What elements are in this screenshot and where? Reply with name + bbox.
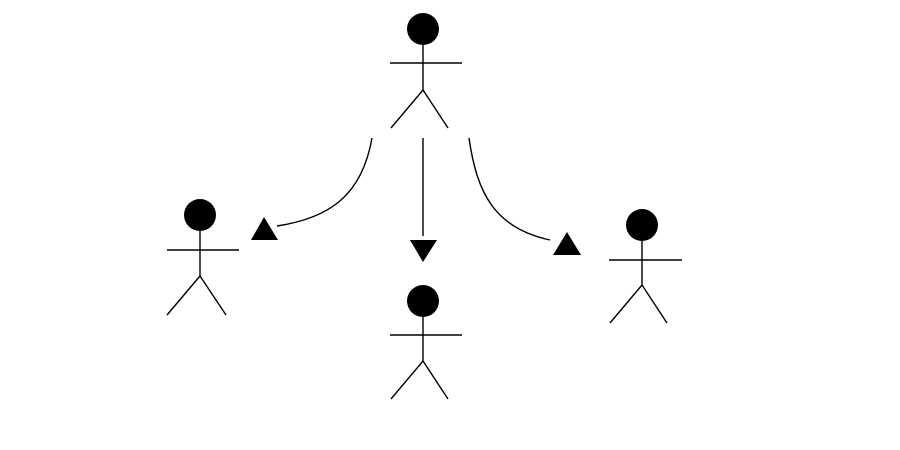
actor-middle: [390, 285, 462, 400]
stick-figure-icon: [407, 13, 439, 45]
arrowhead-right-icon: [553, 232, 581, 255]
actor-right-left-leg: [609, 284, 643, 324]
actor-middle-right-leg: [422, 360, 449, 400]
arrowhead-middle-icon: [410, 240, 437, 262]
arrowhead-left-icon: [251, 217, 278, 240]
actor-top-right-leg: [422, 89, 449, 129]
actor-top: [390, 13, 462, 129]
actor-left: [166, 199, 239, 316]
actor-top-left-leg: [390, 89, 424, 129]
actor-left-right-leg: [199, 275, 227, 316]
actor-right-right-leg: [641, 284, 668, 324]
stick-figure-icon: [184, 199, 216, 231]
stick-figure-icon: [626, 209, 658, 241]
edge-top-to-right: [468, 137, 551, 241]
edge-top-to-left: [276, 137, 373, 227]
actor-right: [609, 209, 682, 324]
actor-left-left-leg: [166, 275, 201, 316]
actor-middle-left-leg: [390, 360, 424, 400]
stick-figure-icon: [407, 285, 439, 317]
